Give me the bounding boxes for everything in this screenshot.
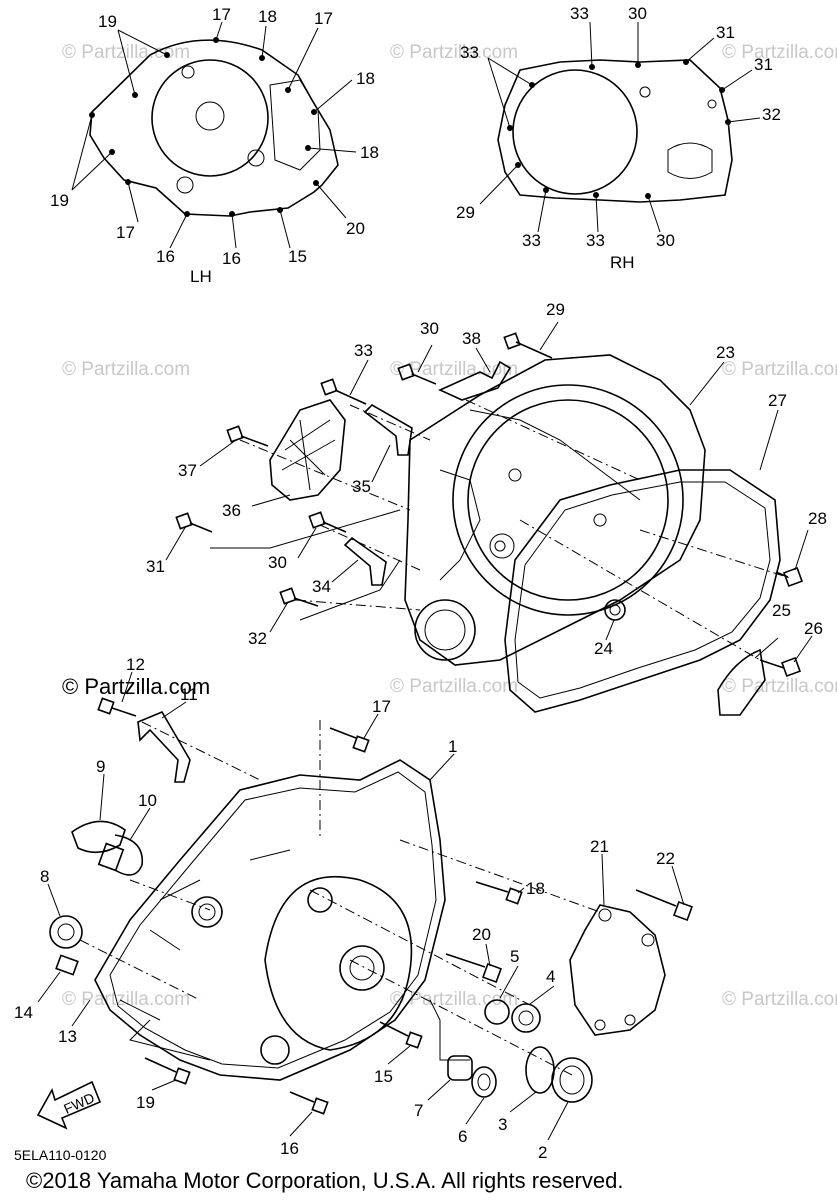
callout: 33: [522, 231, 541, 250]
middle-bolts: [175, 332, 803, 716]
callout: 17: [116, 223, 135, 242]
callout: 33: [460, 43, 479, 62]
callout: 34: [312, 577, 331, 596]
callout: 16: [222, 249, 241, 268]
callout: 33: [570, 4, 589, 23]
section-label-rh: RH: [610, 253, 635, 272]
callout: 10: [138, 791, 157, 810]
fastener-dots: [89, 37, 731, 217]
seal-24: [604, 599, 626, 621]
callouts: 19 17 18 17 18 18 19 17 16 16 15 20 33 3…: [14, 4, 827, 1162]
watermark: © Partzilla.com: [722, 359, 837, 380]
watermark: © Partzilla.com: [390, 676, 518, 697]
top-leader-lines: [71, 21, 761, 249]
forward-arrow-icon: FWD: [36, 1080, 102, 1130]
watermark: © Partzilla.com: [62, 359, 190, 380]
callout: 24: [594, 639, 613, 658]
callout: 14: [14, 1003, 33, 1022]
callout: 13: [58, 1027, 77, 1046]
callout: 20: [472, 925, 491, 944]
middle-leader-lines: [165, 321, 813, 663]
callout: 22: [656, 849, 675, 868]
callout: 17: [314, 9, 333, 28]
callout: 9: [96, 757, 105, 776]
diagram-code: 5ELA110-0120: [14, 1147, 107, 1163]
callout: 25: [772, 601, 791, 620]
callout: 32: [762, 105, 781, 124]
watermarks: © Partzilla.com © Partzilla.com © Partzi…: [62, 42, 837, 1010]
callout: 18: [258, 7, 277, 26]
callout: 19: [50, 191, 69, 210]
callout: 11: [180, 685, 198, 704]
callout: 6: [458, 1127, 467, 1146]
callout: 1: [448, 737, 457, 756]
callout: 4: [546, 967, 555, 986]
watermark: © Partzilla.com: [62, 989, 190, 1010]
outer-cover-1: [94, 759, 446, 1081]
watermark-dark: © Partzilla.com: [62, 674, 210, 699]
callout: 30: [656, 231, 675, 250]
callout: 31: [146, 557, 165, 576]
bottom-small-parts: [49, 697, 693, 1115]
callout: 15: [374, 1067, 393, 1086]
watermark: © Partzilla.com: [390, 989, 518, 1010]
callout: 15: [288, 247, 307, 266]
inner-cover-group: [404, 354, 706, 666]
callout: 30: [268, 553, 287, 572]
callout: 16: [156, 247, 175, 266]
callout: 35: [352, 477, 371, 496]
callout: 7: [414, 1101, 423, 1120]
watermark: © Partzilla.com: [722, 989, 837, 1010]
cover-21: [569, 904, 666, 1036]
callout: 36: [222, 501, 241, 520]
cover-36: [269, 399, 346, 501]
callout: 19: [98, 12, 117, 31]
callout: 2: [538, 1143, 547, 1162]
callout: 5: [510, 947, 519, 966]
callout: 8: [40, 867, 49, 886]
callout: 33: [354, 341, 373, 360]
callout: 12: [126, 655, 145, 674]
callout: 30: [628, 4, 647, 23]
watermark: © Partzilla.com: [722, 676, 837, 697]
callout: 26: [804, 619, 823, 638]
callout: 31: [716, 23, 735, 42]
callout: 32: [248, 629, 267, 648]
lh-cover-outline: [89, 39, 339, 217]
section-label-lh: LH: [190, 267, 212, 286]
copyright-notice: ©2018 Yamaha Motor Corporation, U.S.A. A…: [26, 1168, 623, 1193]
callout: 29: [456, 203, 475, 222]
watermark: © Partzilla.com: [390, 42, 518, 63]
callout: 3: [498, 1115, 507, 1134]
callout: 18: [526, 879, 545, 898]
callout: 29: [546, 300, 565, 319]
watermark: © Partzilla.com: [722, 42, 837, 63]
callout: 27: [768, 391, 787, 410]
callout: 20: [346, 219, 365, 238]
callout: 17: [212, 5, 231, 24]
callout: 37: [178, 461, 197, 480]
callout: 18: [360, 143, 379, 162]
callout: 33: [586, 231, 605, 250]
callout: 16: [280, 1139, 299, 1158]
callout: 38: [462, 329, 481, 348]
callout: 28: [808, 509, 827, 528]
callout: 21: [590, 837, 609, 856]
gasket-27: [504, 469, 781, 713]
callout: 23: [716, 343, 735, 362]
callout: 18: [356, 69, 375, 88]
callout: 30: [420, 319, 439, 338]
callout: 31: [754, 55, 773, 74]
watermark: © Partzilla.com: [62, 42, 190, 63]
rh-cover-outline: [497, 59, 733, 203]
callout: 19: [136, 1093, 155, 1112]
callout: 17: [372, 697, 391, 716]
bottom-leader-lines: [37, 671, 685, 1141]
